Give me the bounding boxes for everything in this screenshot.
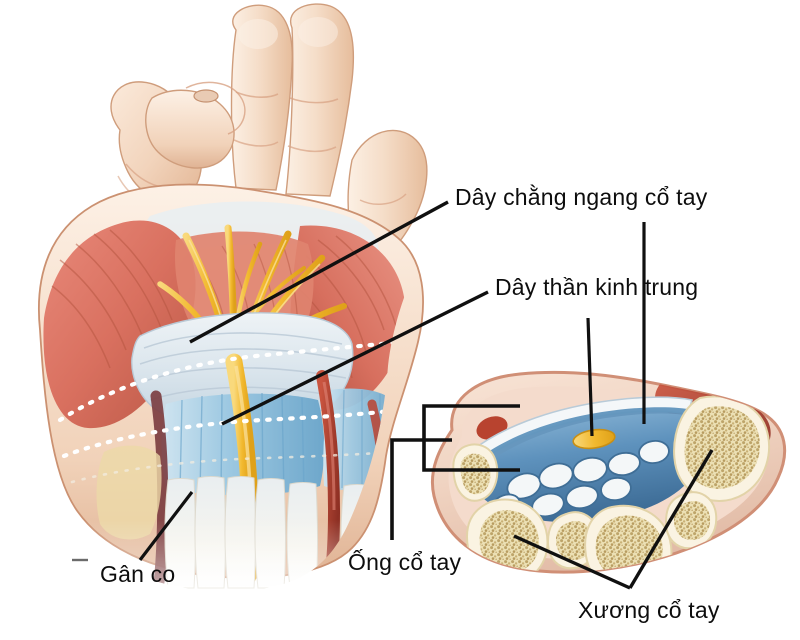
label-carpal-bones: Xương cổ tay bbox=[578, 597, 720, 623]
hand-dissection-illustration bbox=[28, 3, 440, 592]
leader-lines bbox=[138, 200, 714, 590]
leader-bones-right bbox=[628, 449, 714, 589]
leader-nerve-hand bbox=[221, 290, 489, 426]
leader-tunnel-bracket-bottom bbox=[422, 440, 520, 472]
leader-tunnel-bracket-left bbox=[390, 438, 452, 540]
leader-tendon bbox=[138, 491, 194, 561]
leader-bones-left bbox=[513, 534, 631, 590]
leader-tunnel-bracket-top bbox=[422, 404, 520, 440]
leader-nerve-cross bbox=[586, 317, 594, 437]
label-carpal-tunnel: Ống cổ tay bbox=[348, 549, 462, 575]
fingers-group bbox=[230, 3, 355, 197]
label-flexor-tendon: Gân co bbox=[100, 561, 176, 587]
section-plane-dotted-line bbox=[57, 339, 403, 459]
label-median-nerve: Dây thần kinh trung bbox=[495, 274, 699, 300]
leader-ligament-hand bbox=[189, 200, 449, 344]
label-transverse-carpal-ligament: Dây chằng ngang cổ tay bbox=[455, 184, 708, 210]
